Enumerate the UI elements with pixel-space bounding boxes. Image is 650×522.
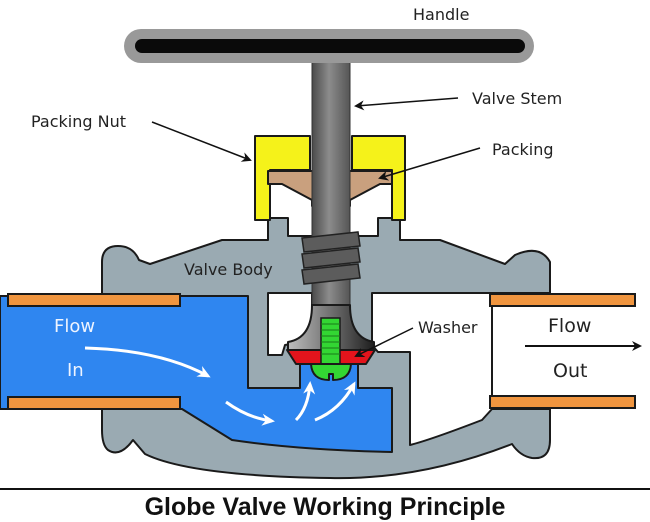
outlet-pipe [489, 293, 636, 409]
label-washer: Washer [418, 318, 478, 337]
handle [124, 29, 534, 63]
label-flow-out-2: Out [553, 360, 587, 382]
leader-lines [151, 97, 481, 357]
packing-leader [378, 147, 481, 181]
stem-threads [301, 231, 361, 285]
valve-stem [311, 59, 351, 346]
screw [310, 317, 352, 381]
label-packing: Packing [492, 140, 554, 159]
diagram-title: Globe Valve Working Principle [145, 493, 506, 521]
label-flow-in-2: In [67, 360, 84, 381]
label-valve-body: Valve Body [184, 260, 273, 279]
label-flow-out-1: Flow [548, 315, 591, 337]
label-packing-nut: Packing Nut [31, 112, 126, 131]
packing-nut-leader [151, 121, 252, 162]
label-handle: Handle [413, 5, 469, 24]
flow-arrows [84, 346, 356, 426]
label-flow-in-1: Flow [54, 316, 95, 337]
inlet-pipe [7, 293, 181, 410]
valve-stem-leader [354, 97, 459, 111]
washer-leader [354, 327, 414, 357]
label-valve-stem: Valve Stem [472, 89, 562, 108]
